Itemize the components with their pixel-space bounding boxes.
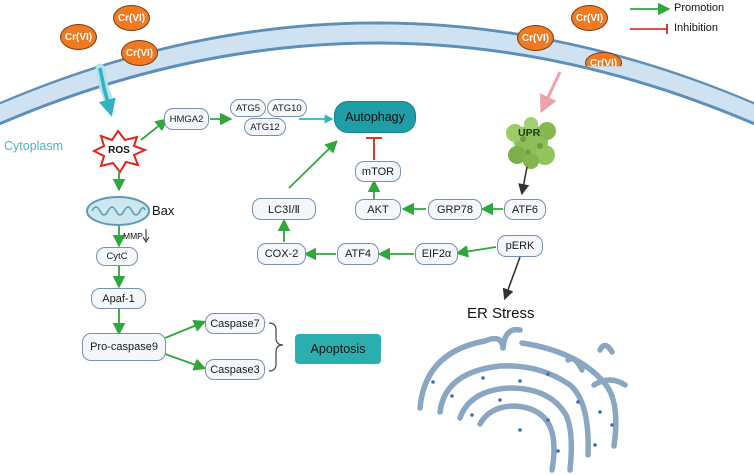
node-akt: AKT bbox=[355, 199, 401, 220]
mmp-label: MMP bbox=[123, 231, 143, 241]
apoptosis-bracket bbox=[268, 322, 284, 372]
node-eif2a: EIF2α bbox=[415, 243, 458, 265]
upr-label: UPR bbox=[518, 127, 541, 139]
node-apaf1: Apaf-1 bbox=[91, 288, 146, 309]
node-grp78: GRP78 bbox=[428, 199, 482, 220]
legend-symbols bbox=[630, 2, 671, 34]
cytoplasm-label: Cytoplasm bbox=[4, 139, 64, 153]
inhibition-mtor-autophagy bbox=[366, 137, 382, 160]
cr-vi-particle: Cr(VI) bbox=[121, 40, 158, 66]
legend-promotion: Promotion bbox=[674, 2, 724, 14]
node-cytc: CytC bbox=[96, 247, 138, 266]
endoplasmic-reticulum-icon bbox=[417, 326, 628, 473]
node-atg12: ATG12 bbox=[244, 118, 286, 136]
node-cox2: COX-2 bbox=[257, 243, 306, 265]
node-autophagy: Autophagy bbox=[334, 101, 416, 133]
cr-entry-arrow bbox=[95, 63, 116, 117]
cr-vi-particle: Cr(VI) bbox=[60, 24, 97, 50]
legend-inhibition-label: Inhibition bbox=[674, 22, 719, 34]
cr-vi-particle: Cr(VI) bbox=[571, 5, 608, 31]
cr-entry-arrow-right bbox=[540, 71, 562, 114]
stress-arrows bbox=[502, 166, 530, 301]
node-mtor: mTOR bbox=[355, 161, 401, 182]
bax-label: Bax bbox=[152, 203, 175, 218]
legend-inhibition: Inhibition bbox=[674, 22, 718, 34]
ros-burst-icon bbox=[91, 129, 148, 174]
mmp-decrease-icon bbox=[142, 229, 150, 243]
node-procaspase9: Pro-caspase9 bbox=[82, 333, 166, 361]
node-caspase7: Caspase7 bbox=[205, 313, 265, 334]
ribosome-dots bbox=[431, 372, 614, 453]
mitochondrion-icon bbox=[86, 196, 150, 226]
cr-vi-particle: Cr(VI) bbox=[113, 5, 150, 31]
node-lc3: LC3Ⅰ/Ⅱ bbox=[252, 198, 316, 220]
node-perk: pERK bbox=[497, 235, 543, 257]
promotion-arrows bbox=[112, 112, 503, 371]
node-atf4: ATF4 bbox=[337, 243, 379, 265]
ros-label: ROS bbox=[108, 145, 130, 156]
node-atf6: ATF6 bbox=[504, 199, 546, 220]
node-caspase3: Caspase3 bbox=[205, 359, 265, 380]
cr-vi-particle: Cr(VI) bbox=[517, 25, 554, 51]
node-atg5: ATG5 bbox=[230, 99, 266, 117]
node-atg10: ATG10 bbox=[267, 99, 307, 117]
er-stress-label: ER Stress bbox=[467, 305, 535, 322]
legend-promotion-label: Promotion bbox=[674, 2, 725, 14]
node-apoptosis: Apoptosis bbox=[295, 334, 381, 364]
node-hmga2: HMGA2 bbox=[164, 108, 209, 130]
upr-protein-icon bbox=[506, 117, 556, 169]
